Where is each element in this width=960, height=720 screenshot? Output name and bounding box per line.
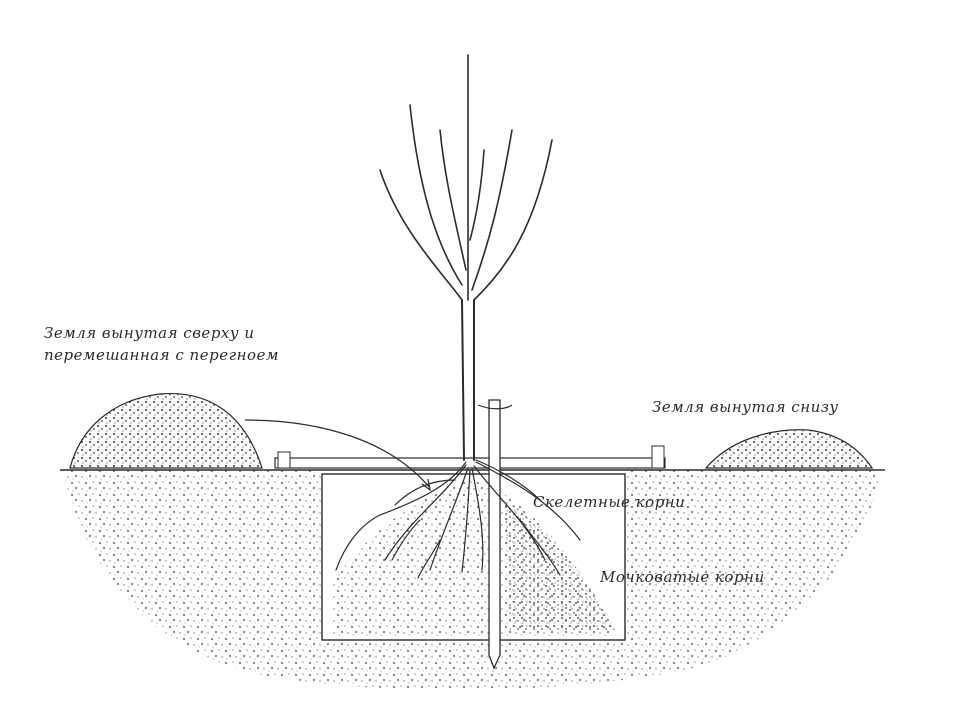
skeletal-roots-label: Скелетные корни <box>533 493 686 511</box>
planting-board <box>274 445 666 469</box>
right-soil-mound <box>704 429 874 469</box>
seedling-roots <box>335 459 581 579</box>
seedling-trunk <box>461 299 476 461</box>
topsoil-mixed-label-line2: перемешанная с перегноем <box>44 346 279 364</box>
fibrous-roots-label: Мочковатые корни <box>600 568 765 586</box>
topsoil-arrow <box>244 419 431 492</box>
topsoil-mixed-label-line1: Земля вынутая сверху и <box>44 324 255 342</box>
topsoil-mixed-label: Земля вынутая сверху и перемешанная с пе… <box>44 322 279 366</box>
seedling-crown <box>379 54 553 301</box>
subsoil-label: Земля вынутая снизу <box>652 398 839 416</box>
ground-soil <box>62 470 880 690</box>
pit-soil-cone <box>333 478 615 636</box>
left-soil-mound <box>69 392 263 469</box>
